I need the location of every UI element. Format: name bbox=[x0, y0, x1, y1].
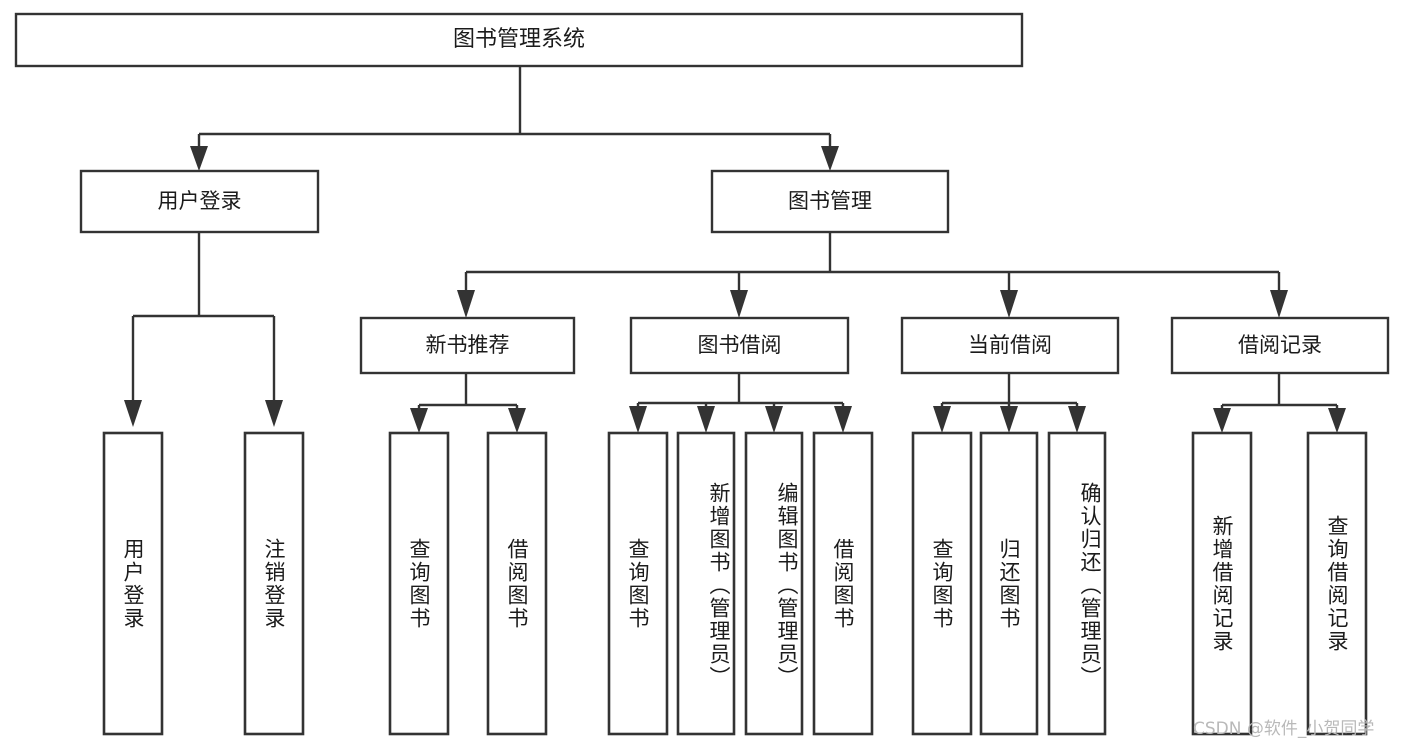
arrow-leaf-bb-2 bbox=[697, 406, 715, 433]
node-box-book-manage[interactable] bbox=[710, 169, 950, 234]
leaf-box-current-borrow-0[interactable] bbox=[911, 431, 973, 736]
leaf-box-new-book-0[interactable] bbox=[388, 431, 450, 736]
connector-group-book-borrow-children bbox=[629, 373, 852, 433]
connector-group-new-book-children bbox=[410, 373, 526, 433]
arrow-current-borrow bbox=[1000, 290, 1018, 318]
arrow-book-manage bbox=[821, 146, 839, 171]
connector-group-book-manage-children bbox=[457, 232, 1288, 318]
arrow-leaf-br-2 bbox=[1328, 408, 1346, 433]
node-box-current-borrow[interactable] bbox=[900, 316, 1120, 375]
connector-group-user-login-children bbox=[124, 232, 283, 427]
arrow-book-borrow bbox=[730, 290, 748, 318]
arrow-new-book bbox=[457, 290, 475, 318]
node-box-new-book-recommend[interactable] bbox=[359, 316, 576, 375]
arrow-borrow-record bbox=[1270, 290, 1288, 318]
leaf-box-book-borrow-3[interactable] bbox=[812, 431, 874, 736]
arrow-leaf-cb-2 bbox=[1000, 406, 1018, 433]
connector-group-root-to-level2 bbox=[190, 66, 839, 171]
leaf-box-user-login-0[interactable] bbox=[102, 431, 164, 736]
node-box-root[interactable] bbox=[14, 12, 1024, 68]
arrow-leaf-cb-3 bbox=[1068, 406, 1086, 433]
arrow-leaf-nb-1 bbox=[410, 408, 428, 433]
arrow-leaf-bb-1 bbox=[629, 406, 647, 433]
node-box-user-login[interactable] bbox=[79, 169, 320, 234]
arrow-leaf-user-login-1 bbox=[124, 400, 142, 427]
leaf-box-user-login-1[interactable] bbox=[243, 431, 305, 736]
csdn-watermark: CSDN @软件_小贺同学 bbox=[1193, 719, 1375, 739]
leaf-box-book-borrow-2[interactable] bbox=[744, 431, 804, 736]
arrow-leaf-bb-4 bbox=[834, 406, 852, 433]
arrow-leaf-br-1 bbox=[1213, 408, 1231, 433]
arrow-leaf-bb-3 bbox=[765, 406, 783, 433]
arrow-leaf-nb-2 bbox=[508, 408, 526, 433]
leaf-box-current-borrow-2[interactable] bbox=[1047, 431, 1107, 736]
leaf-box-book-borrow-0[interactable] bbox=[607, 431, 669, 736]
leaf-box-book-borrow-1[interactable] bbox=[676, 431, 736, 736]
node-box-book-borrow[interactable] bbox=[629, 316, 850, 375]
connector-group-borrow-record-children bbox=[1213, 373, 1346, 433]
leaf-box-new-book-1[interactable] bbox=[486, 431, 548, 736]
leaf-box-borrow-record-0[interactable] bbox=[1191, 431, 1253, 736]
arrow-leaf-cb-1 bbox=[933, 406, 951, 433]
connector-group-current-borrow-children bbox=[933, 373, 1086, 433]
leaf-box-current-borrow-1[interactable] bbox=[979, 431, 1039, 736]
node-box-borrow-record[interactable] bbox=[1170, 316, 1390, 375]
arrow-user-login bbox=[190, 146, 208, 171]
arrow-leaf-user-login-2 bbox=[265, 400, 283, 427]
leaf-box-borrow-record-1[interactable] bbox=[1306, 431, 1368, 736]
